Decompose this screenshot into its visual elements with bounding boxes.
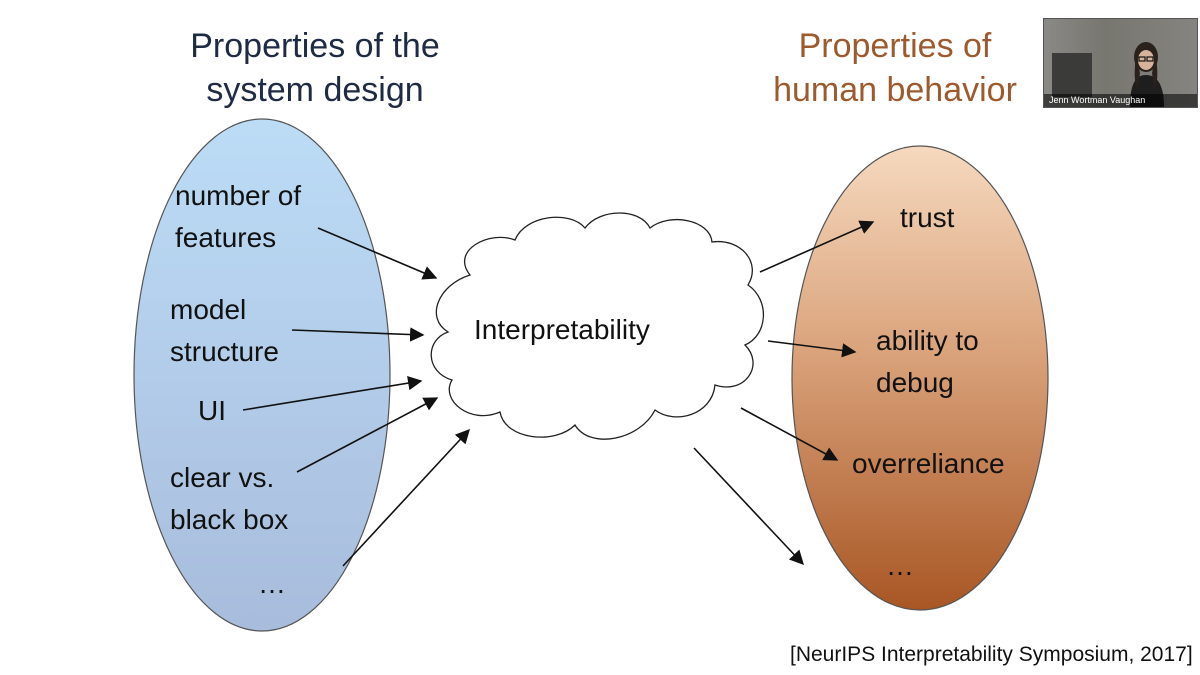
left-item-number-of-features: number of features — [175, 175, 301, 259]
left-item-line: UI — [198, 395, 226, 426]
human-behavior-heading-line-2: human behavior — [773, 71, 1017, 109]
right-item-line: debug — [876, 367, 954, 398]
arrow-ellipsis-right — [693, 447, 804, 566]
right-item-ellipsis: … — [886, 545, 914, 587]
arrow-ui — [242, 375, 423, 411]
right-item-line: overreliance — [852, 448, 1005, 479]
human-behavior-ellipse — [791, 145, 1049, 611]
human-behavior-heading: Properties of human behavior — [735, 24, 1055, 112]
left-item-model-structure: model structure — [170, 289, 279, 373]
right-item-trust: trust — [900, 197, 954, 239]
arrows — [242, 220, 875, 567]
left-item-line: features — [175, 222, 277, 253]
right-item-ability-to-debug: ability to debug — [876, 320, 979, 404]
left-item-line: … — [258, 568, 286, 599]
speaker-name: Jenn Wortman Vaughan — [1044, 94, 1197, 107]
speaker-video-tile[interactable]: Jenn Wortman Vaughan — [1043, 18, 1198, 108]
right-item-line: ability to — [876, 325, 979, 356]
right-item-line: trust — [900, 202, 955, 233]
arrow-overreliance — [740, 407, 839, 461]
system-design-ellipse — [133, 118, 391, 632]
arrow-ellipsis-left — [342, 428, 470, 567]
right-item-overreliance: overreliance — [852, 443, 1005, 485]
arrow-trust — [759, 220, 875, 273]
human-behavior-heading-line-1: Properties of — [798, 27, 992, 65]
interpretability-cloud — [430, 212, 765, 440]
right-item-line: … — [886, 550, 914, 581]
citation: [NeurIPS Interpretability Symposium, 201… — [790, 643, 1193, 666]
system-design-heading: Properties of the system design — [150, 24, 480, 112]
left-item-line: clear vs. — [170, 462, 275, 493]
left-item-line: model — [170, 294, 247, 325]
left-item-line: black box — [170, 504, 289, 535]
arrow-debug — [767, 340, 857, 358]
system-design-heading-line-2: system design — [206, 71, 424, 109]
arrow-structure — [291, 327, 425, 342]
arrow-clear-vs-black-box — [296, 397, 439, 473]
left-item-line: number of — [175, 180, 302, 211]
left-item-ellipsis: … — [258, 563, 286, 605]
system-design-heading-line-1: Properties of the — [190, 27, 440, 65]
left-item-line: structure — [170, 336, 279, 367]
left-item-ui: UI — [198, 390, 226, 432]
left-item-clear-vs-black-box: clear vs. black box — [170, 457, 288, 541]
interpretability-label: Interpretability — [474, 314, 650, 345]
arrow-features — [317, 227, 438, 280]
video-background-shelf — [1052, 53, 1092, 97]
